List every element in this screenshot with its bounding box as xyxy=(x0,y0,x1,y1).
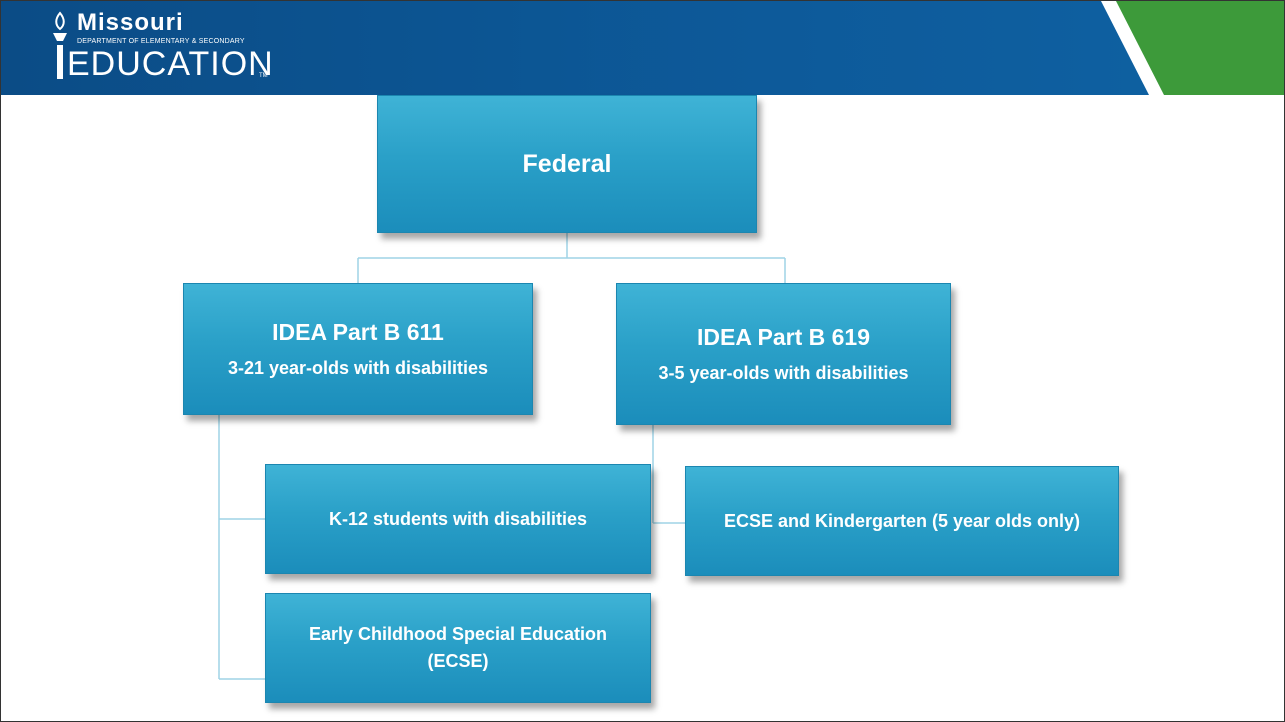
ecse-box: Early Childhood Special Education (ECSE) xyxy=(265,593,651,703)
missouri-education-logo: Missouri DEPARTMENT OF ELEMENTARY & SECO… xyxy=(49,9,349,89)
idea-611-title: IDEA Part B 611 xyxy=(272,319,444,345)
idea-619-box: IDEA Part B 619 3-5 year-olds with disab… xyxy=(616,283,951,425)
k12-box: K-12 students with disabilities xyxy=(265,464,651,574)
logo-education: EDUCATION xyxy=(67,45,274,83)
logo-trademark: TM xyxy=(259,73,268,79)
logo-state-name: Missouri xyxy=(77,9,184,36)
torch-icon xyxy=(53,11,67,79)
idea-611-subtitle: 3-21 year-olds with disabilities xyxy=(227,358,489,378)
header-decoration xyxy=(1101,1,1284,95)
logo-department: DEPARTMENT OF ELEMENTARY & SECONDARY xyxy=(77,38,245,45)
federal-title: Federal xyxy=(522,149,612,178)
idea-619-title: IDEA Part B 619 xyxy=(697,324,870,350)
ecse-text: Early Childhood Special Education (ECSE) xyxy=(308,624,608,671)
idea-611-box: IDEA Part B 611 3-21 year-olds with disa… xyxy=(183,283,533,415)
federal-box: Federal xyxy=(377,95,757,233)
idea-619-subtitle: 3-5 year-olds with disabilities xyxy=(658,363,909,383)
k12-text: K-12 students with disabilities xyxy=(328,508,588,529)
header-banner: Missouri DEPARTMENT OF ELEMENTARY & SECO… xyxy=(1,1,1284,95)
ecse-kindergarten-text: ECSE and Kindergarten (5 year olds only) xyxy=(723,510,1081,531)
ecse-kindergarten-box: ECSE and Kindergarten (5 year olds only) xyxy=(685,466,1119,576)
header-gradient xyxy=(1,1,1284,95)
